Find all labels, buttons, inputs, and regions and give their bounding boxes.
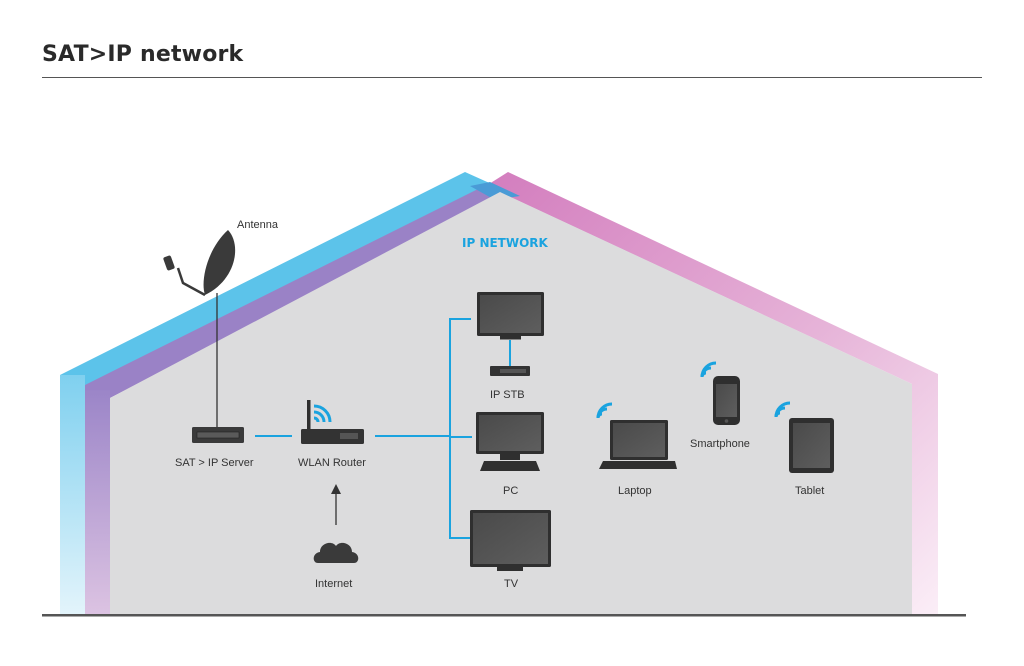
arrow-head (331, 484, 341, 494)
title-divider (42, 77, 982, 78)
sat-ip-server-icon[interactable] (192, 427, 244, 443)
smartphone-label: Smartphone (690, 438, 750, 450)
wlan-router-icon[interactable] (301, 400, 364, 444)
wired-bus (449, 318, 471, 539)
tv-label: TV (504, 578, 519, 590)
wlan-router-label: WLAN Router (298, 457, 366, 469)
house-interior (110, 192, 912, 615)
ip-stb-icon[interactable] (490, 366, 530, 376)
diagram-title: SAT>IP network (42, 42, 244, 67)
ground-line (42, 614, 966, 617)
tablet-label: Tablet (795, 485, 824, 497)
smartphone-icon[interactable] (713, 376, 740, 425)
antenna-icon[interactable] (163, 230, 236, 297)
purple-wall (85, 390, 110, 615)
tv-stb-icon[interactable] (477, 292, 544, 340)
cloud-icon[interactable] (313, 542, 359, 563)
laptop-label: Laptop (618, 485, 652, 497)
router-wifi-icon (313, 404, 332, 423)
laptop-icon[interactable] (599, 420, 677, 469)
blue-wall (60, 375, 85, 615)
ip-network-label: IP NETWORK (462, 236, 549, 250)
pc-label: PC (503, 485, 518, 497)
smartphone-wifi-icon (700, 361, 717, 378)
antenna-label: Antenna (237, 219, 279, 231)
tablet-icon[interactable] (789, 418, 834, 473)
ip-stb-label: IP STB (490, 389, 525, 401)
laptop-wifi-icon (596, 402, 613, 419)
sat-ip-server-label: SAT > IP Server (175, 457, 254, 469)
internet-label: Internet (315, 578, 352, 590)
pc-icon[interactable] (476, 412, 544, 471)
tv-icon[interactable] (470, 510, 551, 571)
tablet-wifi-icon (774, 401, 791, 418)
